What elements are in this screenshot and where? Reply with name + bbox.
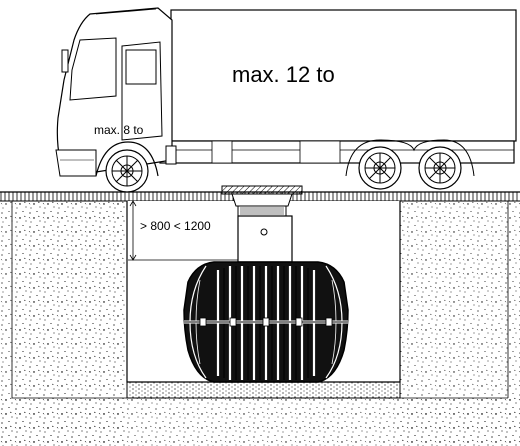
trailer-load-label: max. 12 to bbox=[232, 62, 335, 87]
rear-wheel-1 bbox=[358, 146, 402, 190]
soil-bottom bbox=[0, 398, 520, 446]
tank-assembly bbox=[183, 185, 349, 383]
load-ring-cover bbox=[221, 185, 303, 195]
truck-side-window bbox=[125, 49, 157, 85]
ground-section bbox=[0, 191, 520, 446]
truck-windshield bbox=[69, 37, 117, 101]
truck-trailer-box bbox=[170, 9, 517, 142]
rear-wheel-2 bbox=[418, 146, 462, 190]
soil-left-inner bbox=[12, 201, 127, 398]
front-wheel bbox=[105, 149, 149, 193]
underground-tank bbox=[183, 261, 349, 383]
tank-shaft bbox=[237, 215, 293, 263]
cover-depth-dimension: > 800 < 1200 bbox=[128, 200, 238, 261]
cover-depth-label: > 800 < 1200 bbox=[140, 219, 211, 233]
truck-wheels bbox=[105, 146, 462, 193]
shaft-inlet bbox=[260, 228, 268, 236]
truck-mirror bbox=[61, 49, 69, 73]
gravel-bedding bbox=[126, 381, 401, 399]
truck bbox=[55, 7, 517, 177]
shaft-top bbox=[231, 193, 293, 207]
cab-load-label: max. 8 to bbox=[94, 123, 144, 137]
